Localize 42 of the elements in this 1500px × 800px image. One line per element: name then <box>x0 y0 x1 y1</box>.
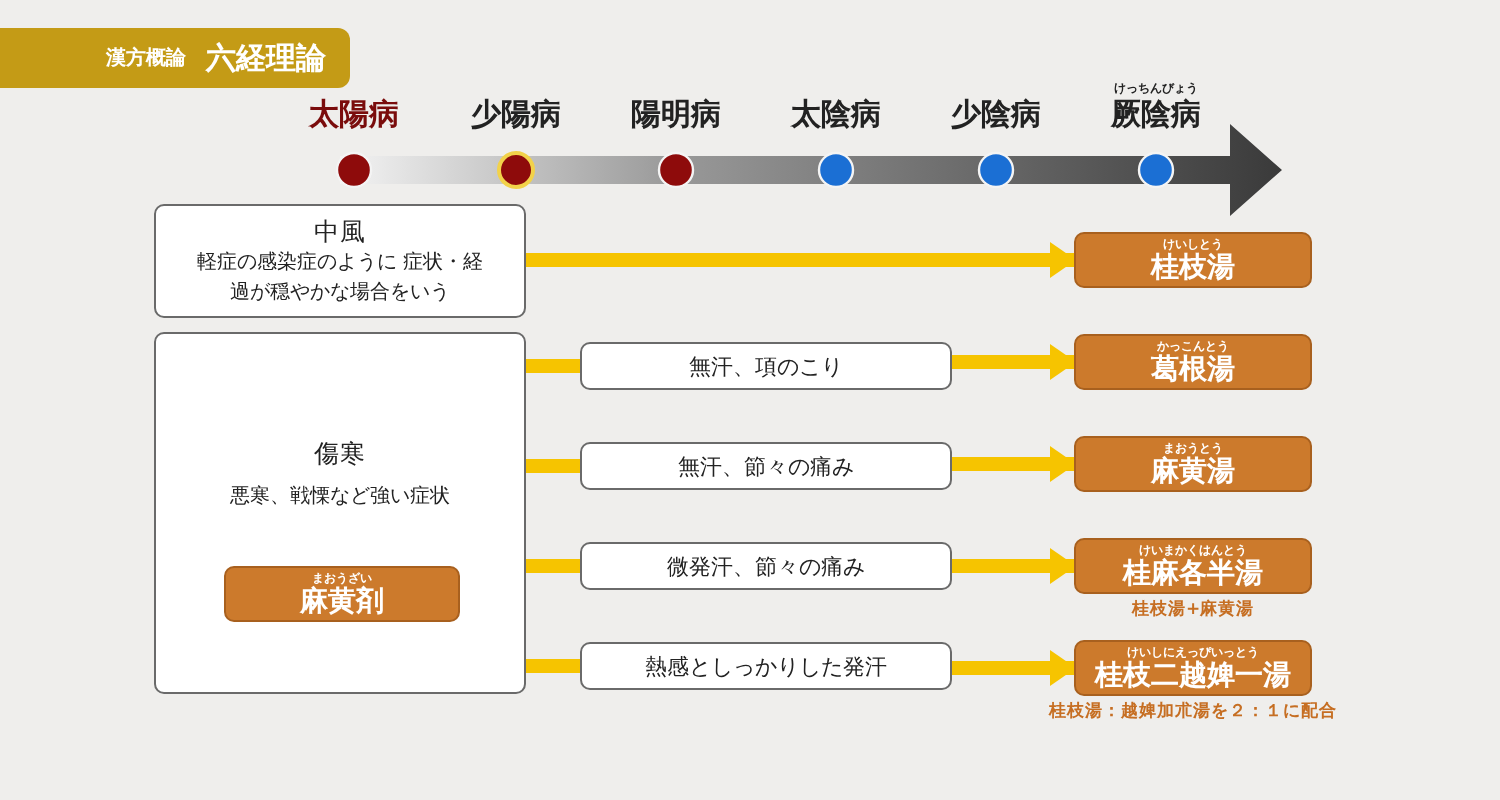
stage-label: 太陰病 <box>788 96 883 134</box>
formula-box <box>1074 334 1312 390</box>
note-text: 桂枝湯：越婢加朮湯を２：１に配合 <box>1046 700 1339 724</box>
category-box <box>154 204 526 318</box>
category-heading: 傷寒 <box>314 435 366 469</box>
formula-box <box>1074 436 1312 492</box>
formula-name: 麻黄湯 <box>1151 455 1235 487</box>
formula-name: 葛根湯 <box>1151 353 1235 385</box>
formula-box <box>224 566 460 622</box>
formula-name: 麻黄剤 <box>300 585 384 617</box>
arrow <box>526 242 1076 278</box>
title-text: 六経理論 <box>206 39 326 77</box>
connector-line <box>526 359 580 373</box>
symptom-box: 熱感としっかりした発汗 <box>580 642 952 690</box>
formula-name: 桂枝二越婢一湯 <box>1095 659 1291 691</box>
note-text: 桂枝湯+麻黄湯 <box>1129 598 1257 622</box>
symptom-box: 微発汗、節々の痛み <box>580 542 952 590</box>
title-tab <box>0 28 350 88</box>
description-text: 軽症の感染症のように 症状・経過が穏やかな場合をいう <box>194 249 486 308</box>
symptom-box: 無汗、節々の痛み <box>580 442 952 490</box>
stage-label: 厥陰病 <box>1108 96 1203 134</box>
arrow <box>952 548 1076 584</box>
stage-label: 少陽病 <box>469 96 563 134</box>
arrow <box>952 446 1076 482</box>
symptom-box: 無汗、項のこり <box>580 342 952 390</box>
arrow <box>952 344 1076 380</box>
subtitle-text: 漢方概論 <box>106 44 186 72</box>
stage-label: 少陰病 <box>949 96 1043 134</box>
connector-line <box>526 659 580 673</box>
category-heading: 中風 <box>314 214 366 248</box>
stage-label: 太陽病 <box>306 96 401 134</box>
formula-box <box>1074 538 1312 594</box>
formula-box <box>1074 640 1312 696</box>
description-text: 悪寒、戦慄など強い症状 <box>230 483 450 511</box>
formula-box <box>1074 232 1312 288</box>
category-box <box>154 332 526 694</box>
arrow <box>952 650 1076 686</box>
formula-name: 桂麻各半湯 <box>1123 557 1263 589</box>
connector-line <box>526 559 580 573</box>
stage-label: 陽明病 <box>629 96 723 134</box>
connector-line <box>526 459 580 473</box>
formula-name: 桂枝湯 <box>1151 251 1235 283</box>
